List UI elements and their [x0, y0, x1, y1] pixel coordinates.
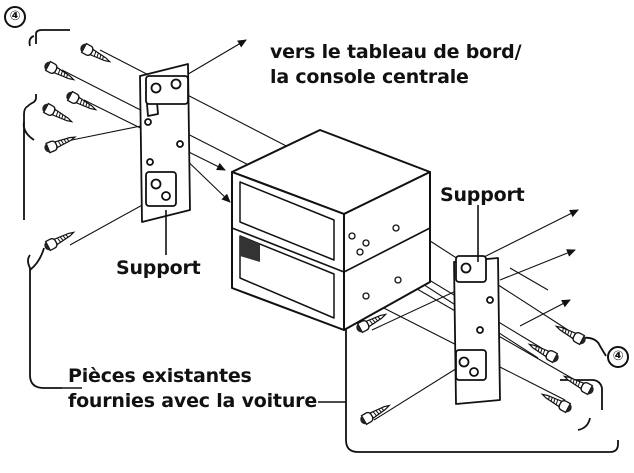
support-bracket-right — [453, 255, 501, 405]
screw-icon — [41, 59, 77, 85]
screw-icon — [42, 131, 78, 155]
support-label-right: Support — [440, 184, 525, 206]
screw-icon — [539, 389, 575, 415]
screw-icon — [41, 227, 77, 253]
screw-icon — [63, 89, 99, 115]
screw-icon — [526, 339, 562, 365]
existing-parts-label: Pièces existantes fournies avec la voitu… — [68, 364, 317, 414]
support-label-left: Support — [116, 257, 201, 279]
callout-number-right: ④ — [607, 346, 629, 368]
callout-number-top-left: ④ — [4, 6, 26, 28]
destination-label-line2: la console centrale — [270, 66, 469, 88]
head-unit — [231, 129, 431, 331]
existing-parts-label-line2: fournies avec la voiture — [68, 390, 318, 412]
screw-icon — [39, 101, 75, 127]
leader-lines — [62, 387, 346, 403]
existing-parts-label-line1: Pièces existantes — [68, 365, 252, 387]
screw-icon — [357, 400, 393, 427]
destination-label: vers le tableau de bord/ la console cent… — [270, 40, 522, 90]
screw-icon — [553, 321, 589, 347]
support-bracket-left — [139, 63, 191, 223]
destination-label-line1: vers le tableau de bord/ — [270, 41, 522, 63]
